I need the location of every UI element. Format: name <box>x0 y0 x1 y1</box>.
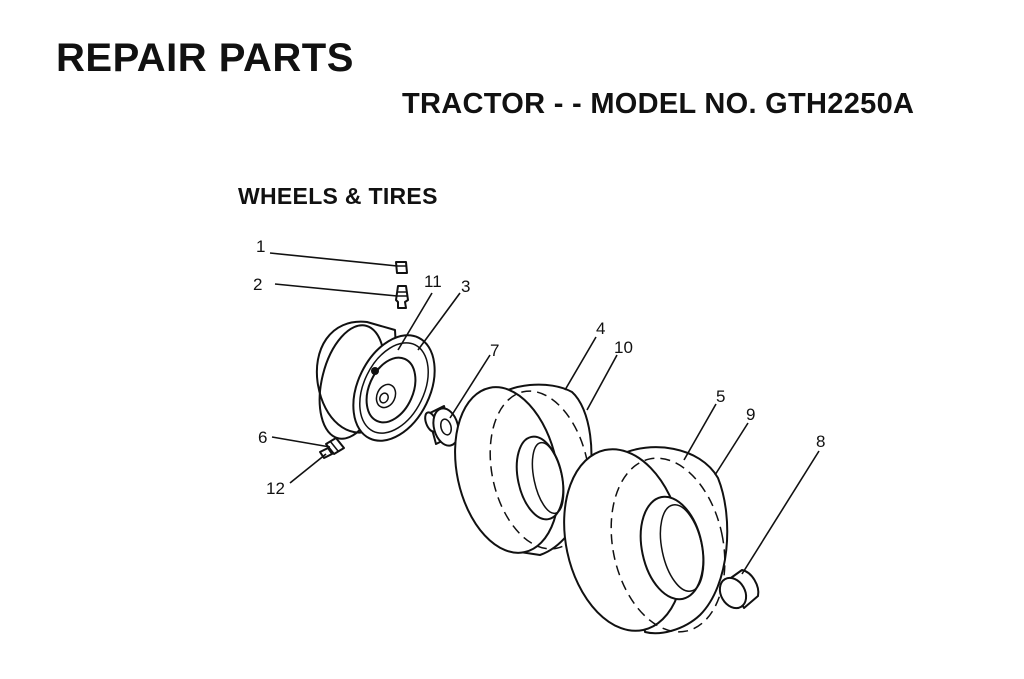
callout-12: 12 <box>266 479 285 498</box>
spacer-bushing <box>424 405 460 447</box>
callout-2: 2 <box>253 275 262 294</box>
valve-cap <box>395 261 408 274</box>
leader-9 <box>714 422 749 476</box>
leader-11 <box>397 292 433 351</box>
page-title: REPAIR PARTS <box>56 36 354 80</box>
valve-stem <box>395 285 409 309</box>
leader-4 <box>564 336 597 391</box>
callout-9: 9 <box>746 405 755 424</box>
leader-3 <box>417 292 461 351</box>
callout-3: 3 <box>461 277 470 296</box>
hub-cap <box>718 569 760 610</box>
callout-4: 4 <box>596 319 605 338</box>
callout-11: 11 <box>424 272 442 291</box>
leader-5 <box>683 403 717 461</box>
leader-1 <box>269 252 398 267</box>
wheel-rim <box>315 320 436 442</box>
callout-1: 1 <box>256 237 265 256</box>
callout-8: 8 <box>816 432 825 451</box>
callout-5: 5 <box>716 387 725 406</box>
leader-12 <box>289 453 327 484</box>
leader-6 <box>271 436 331 448</box>
rear-tire <box>563 446 729 635</box>
leader-10 <box>586 354 618 411</box>
callout-7: 7 <box>490 341 499 360</box>
callout-6: 6 <box>258 428 267 447</box>
model-subtitle: TRACTOR - - MODEL NO. GTH2250A <box>402 88 915 120</box>
leader-8 <box>741 450 820 575</box>
section-title: WHEELS & TIRES <box>238 183 438 209</box>
callout-10: 10 <box>614 338 633 357</box>
leader-7 <box>449 354 491 419</box>
leader-2 <box>274 283 398 297</box>
